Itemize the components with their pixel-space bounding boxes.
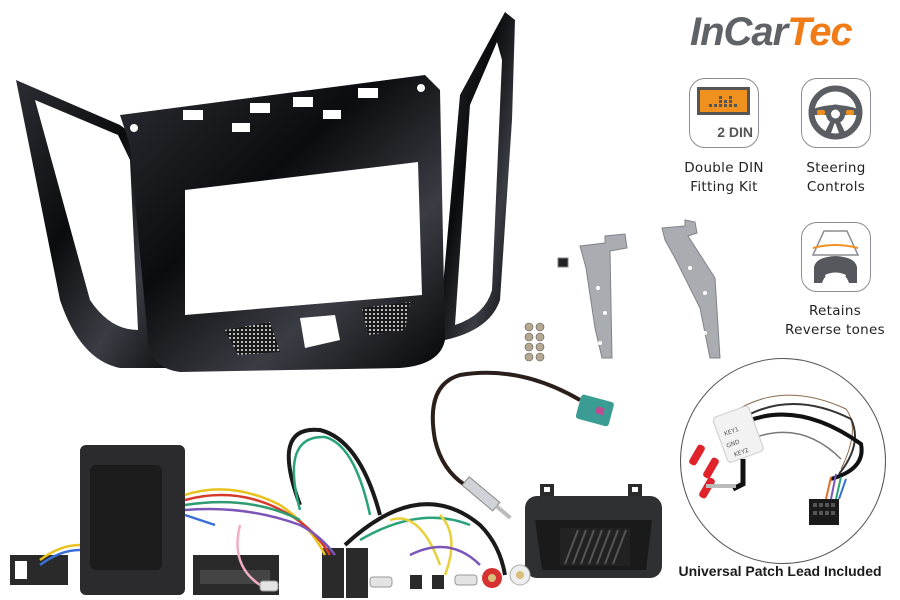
fascia-panel-image [16, 12, 515, 372]
reverse-camera-icon [811, 230, 860, 283]
caption-line2: Reverse tones [785, 322, 885, 338]
feature-caption-steering: Steering Controls [788, 159, 884, 197]
patch-lead-caption: Universal Patch Lead Included [678, 563, 882, 579]
double-din-badge: 2 DIN [689, 78, 759, 148]
logo-text-tec: Tec [787, 10, 852, 54]
caption-line1: Retains [808, 303, 862, 319]
speaker-box-image [525, 484, 662, 578]
patch-label-key2: KEY2 [733, 447, 750, 459]
screws-image [524, 322, 545, 362]
patch-lead-circle: KEY1 GND KEY2 [680, 358, 886, 564]
patch-lead-image: KEY1 GND KEY2 [689, 394, 864, 525]
reverse-tones-badge [801, 222, 871, 292]
patch-label-key1: KEY1 [723, 426, 740, 438]
steering-wheel-icon [808, 85, 863, 140]
wiring-harness-image [10, 427, 531, 598]
antenna-adapter-image [430, 370, 614, 520]
patch-label-gnd: GND [725, 438, 741, 449]
caption-line1: Steering [806, 160, 866, 176]
steering-controls-badge [801, 78, 871, 148]
logo-text-incar: InCar [690, 10, 788, 54]
caption-line2: Fitting Kit [690, 179, 758, 195]
caption-line1: Double DIN [684, 160, 764, 176]
feature-caption-reverse: Retains Reverse tones [770, 302, 900, 340]
feature-caption-double-din: Double DIN Fitting Kit [672, 159, 776, 197]
mounting-brackets-image [557, 219, 721, 359]
caption-line2: Controls [806, 179, 866, 195]
brand-logo: InCarTec [690, 8, 853, 56]
double-din-icon [697, 87, 750, 115]
badge-2din-text: 2 DIN [717, 124, 753, 140]
